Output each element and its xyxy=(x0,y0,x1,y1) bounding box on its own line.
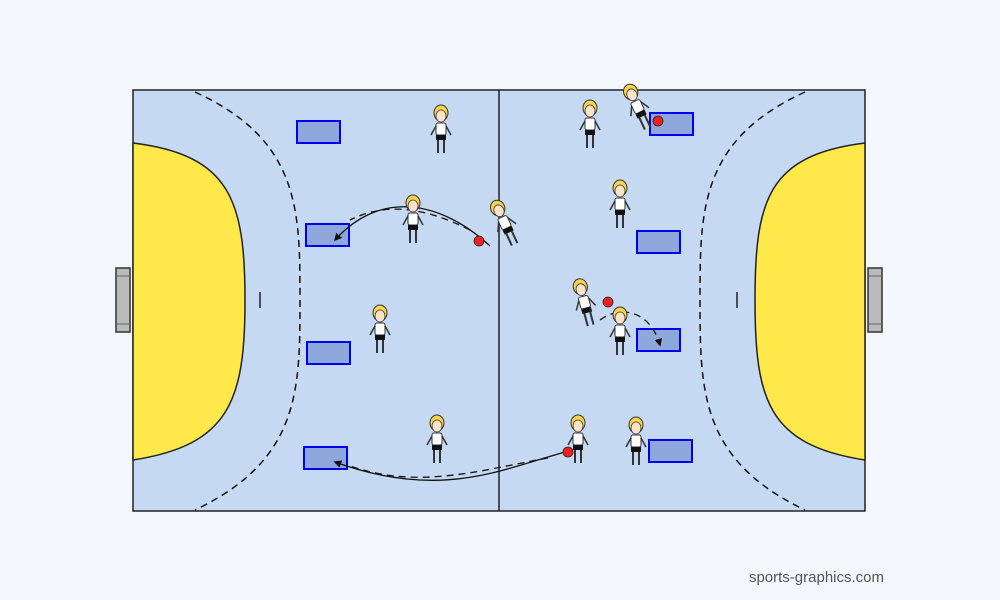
ball-icon xyxy=(652,115,664,127)
left-free-throw-line xyxy=(194,91,301,511)
ball-icon xyxy=(473,235,485,247)
target-box xyxy=(303,446,348,470)
right-goal-icon xyxy=(867,267,883,333)
left-goal-icon xyxy=(115,267,131,333)
right-free-throw-line xyxy=(699,91,806,511)
pass-path-bottom xyxy=(333,451,566,481)
ball-icon xyxy=(602,296,614,308)
target-box xyxy=(648,439,693,463)
right-goal-area xyxy=(754,142,866,461)
credit-text: sports-graphics.com xyxy=(748,569,884,586)
balls xyxy=(473,115,664,458)
ball-icon xyxy=(562,446,574,458)
run-path-bottom xyxy=(349,457,549,478)
target-box xyxy=(296,120,341,144)
target-box xyxy=(305,223,350,247)
target-box xyxy=(306,341,351,365)
left-goal-area xyxy=(132,142,246,461)
target-box xyxy=(636,230,681,254)
